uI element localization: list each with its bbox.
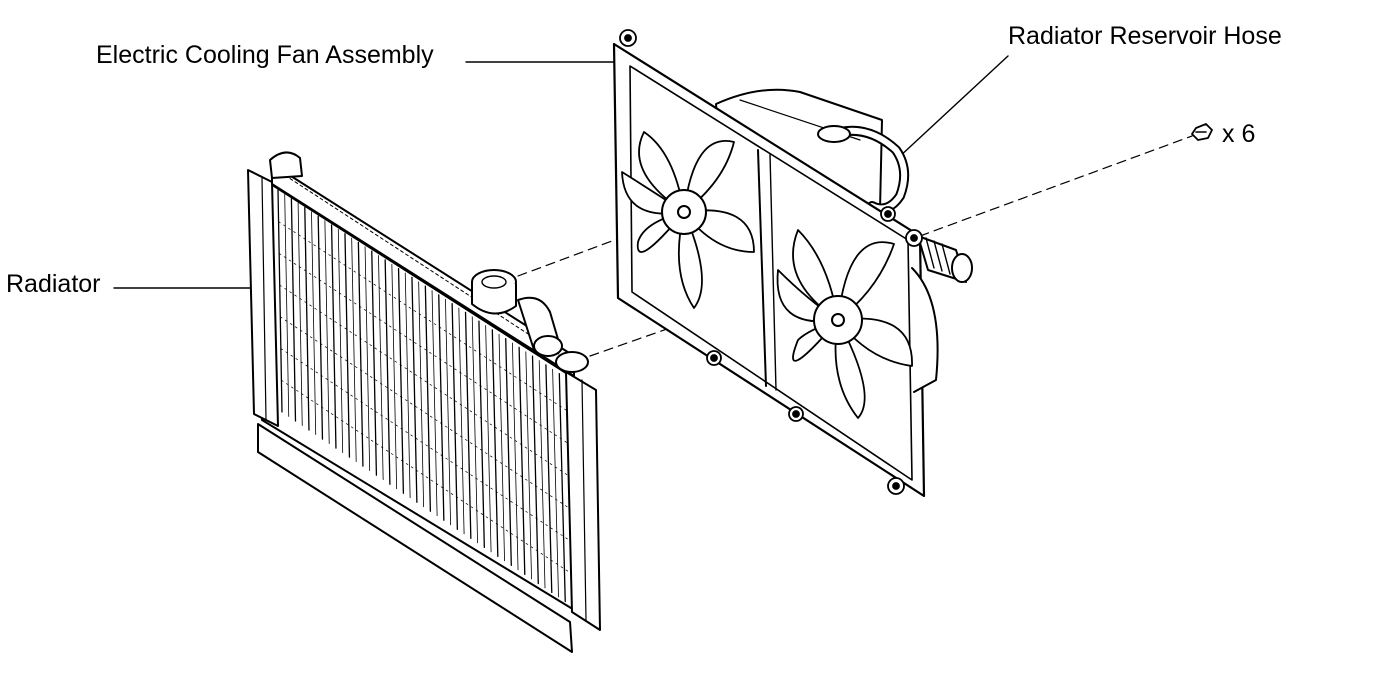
label-fan-assembly: Electric Cooling Fan Assembly: [96, 41, 434, 69]
alignment-line-bolt: [919, 135, 1193, 237]
radiator-fin: [451, 303, 458, 530]
radiator-fin: [545, 364, 553, 594]
radiator-fin-row: [281, 379, 572, 574]
radiator-fin-row: [280, 348, 571, 542]
radiator-fin: [411, 276, 418, 503]
radiator-fin: [317, 215, 324, 440]
radiator-fin: [438, 294, 445, 521]
fan-assembly: [612, 29, 973, 498]
radiator-fin: [404, 272, 411, 499]
radiator-fin: [351, 237, 357, 463]
radiator-fin-row: [278, 253, 569, 444]
radiator-fin: [464, 311, 472, 539]
outlet-bellows: [917, 235, 973, 283]
radiator-fin: [512, 342, 519, 571]
radiator-core-fins: [277, 189, 573, 607]
radiator-fin: [538, 360, 546, 589]
radiator-fin: [498, 333, 505, 562]
radiator-inlet-pipe: [517, 296, 589, 373]
radiator-fin: [418, 281, 425, 508]
radiator-fin: [364, 246, 371, 472]
radiator-fin: [378, 255, 384, 481]
radiator-fin: [431, 290, 438, 517]
radiator-fin: [458, 307, 465, 535]
radiator-fin: [277, 189, 283, 413]
radiator-fin: [471, 316, 478, 544]
label-radiator: Radiator: [6, 270, 101, 298]
radiator-fin: [344, 233, 351, 458]
leader-reservoir-hose: [897, 55, 1009, 159]
radiator-fin: [525, 351, 532, 580]
radiator-fin: [290, 198, 297, 422]
label-bolt-quantity: x 6: [1222, 120, 1256, 148]
radiator-fin: [311, 211, 317, 435]
radiator-fin: [304, 206, 310, 431]
label-reservoir-hose: Radiator Reservoir Hose: [1008, 22, 1282, 50]
fan-shroud-divider: [757, 149, 767, 387]
radiator-fin: [531, 355, 539, 585]
radiator-fin: [330, 224, 337, 449]
radiator-left-tank: [247, 169, 279, 427]
radiator-fin: [337, 228, 344, 454]
radiator-fin: [324, 220, 330, 444]
radiator-fin: [565, 377, 573, 607]
radiator-fin: [491, 329, 499, 558]
fan-left: [621, 131, 755, 309]
radiator-cap: [471, 269, 517, 315]
radiator-fin-row: [279, 316, 570, 509]
radiator-fin: [558, 372, 566, 603]
radiator: [247, 151, 601, 653]
radiator-fin: [384, 259, 391, 485]
fan-right: [776, 229, 913, 419]
radiator-fin: [397, 268, 405, 494]
radiator-fin: [478, 320, 485, 548]
radiator-fin: [445, 298, 452, 526]
radiator-fin: [371, 250, 378, 476]
radiator-fin: [485, 325, 492, 553]
radiator-fin: [552, 368, 559, 598]
radiator-fin-row: [279, 284, 569, 477]
radiator-fin: [357, 241, 364, 467]
radiator-fin: [297, 202, 303, 426]
radiator-fin: [284, 193, 290, 417]
radiator-fin: [424, 285, 432, 512]
radiator-fin: [391, 263, 398, 490]
leader-lines: [113, 55, 1009, 289]
radiator-bottom-rail: [257, 423, 573, 653]
radiator-fin: [505, 338, 512, 567]
radiator-fin: [518, 346, 526, 576]
bolt-icon: [1191, 123, 1213, 141]
fan-shroud-inner: [629, 65, 913, 481]
mounting-tabs: [619, 29, 923, 495]
